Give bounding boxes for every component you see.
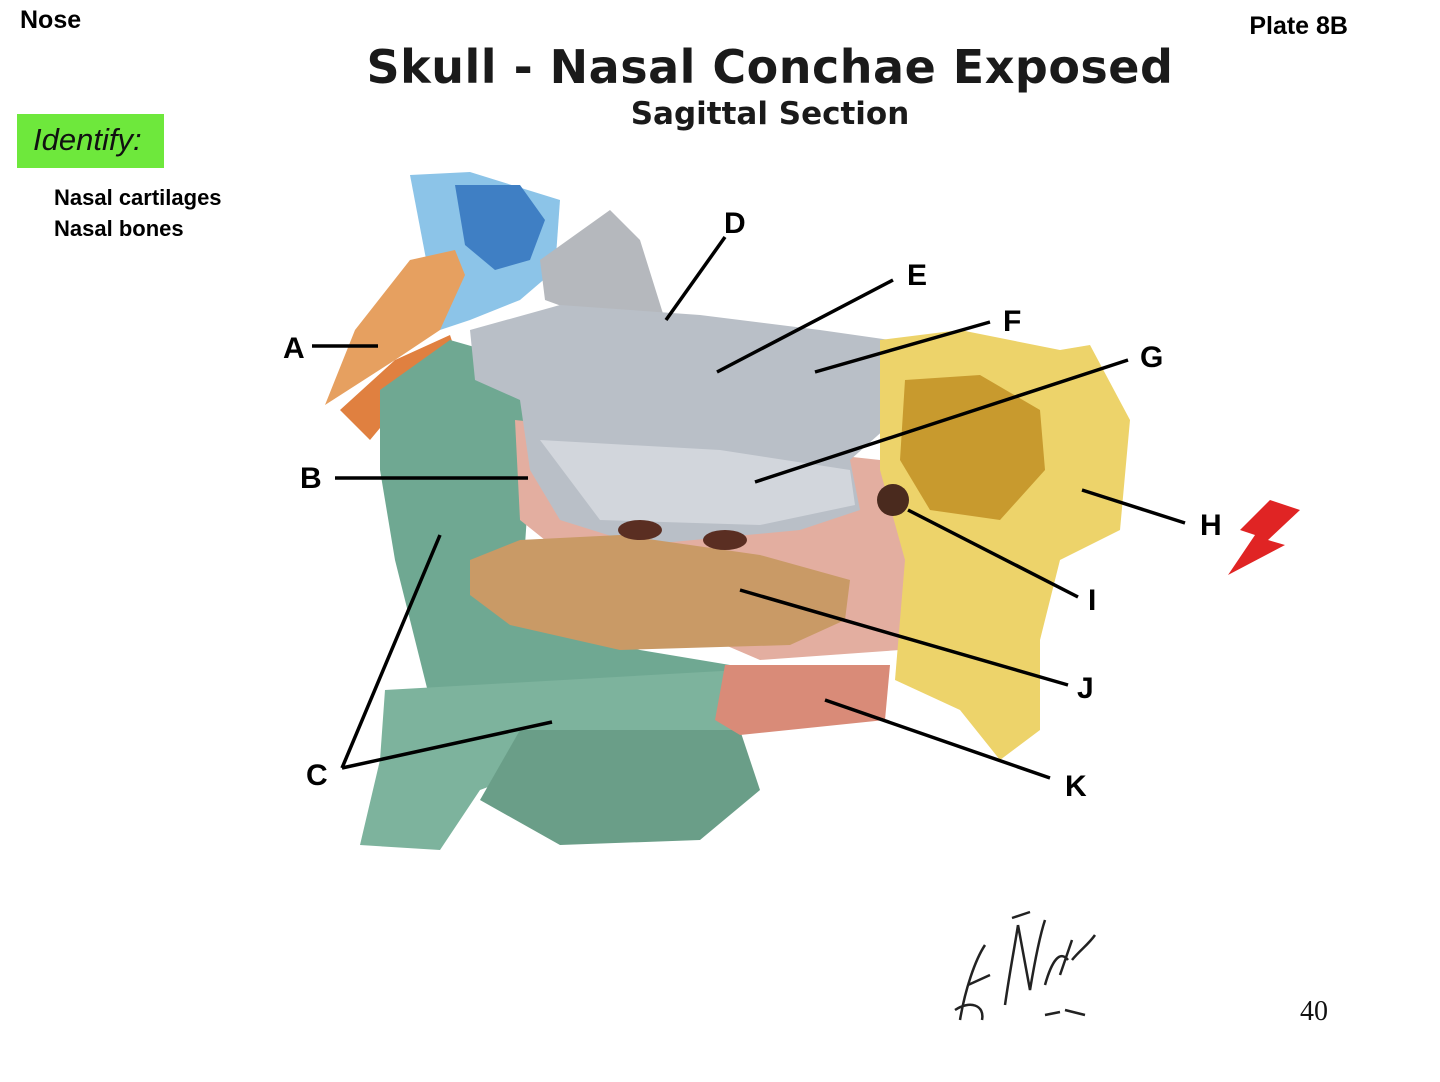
- section-label: Nose: [20, 6, 82, 34]
- label-j: J: [1077, 672, 1094, 705]
- maxilla-green: [360, 340, 760, 850]
- label-h: H: [1200, 509, 1222, 542]
- inferior-concha: [470, 535, 850, 650]
- identify-item: Nasal bones: [54, 216, 184, 241]
- page-title: Skull - Nasal Conchae Exposed: [366, 40, 1174, 94]
- identify-list: Nasal cartilages Nasal bones: [54, 182, 222, 244]
- label-b: B: [300, 462, 322, 495]
- sphenoid-yellow: [877, 330, 1130, 760]
- lightning-bolt-icon: [1228, 500, 1300, 575]
- middle-concha: [470, 305, 895, 545]
- label-d: D: [724, 207, 746, 240]
- page-subtitle: Sagittal Section: [630, 96, 910, 132]
- label-k: K: [1065, 770, 1087, 803]
- meatus-openings: [618, 520, 747, 550]
- plate-label: Plate 8B: [1249, 12, 1348, 40]
- leader-lines: [312, 235, 1186, 780]
- identify-heading: Identify:: [33, 122, 142, 157]
- page-number: 40: [1300, 996, 1328, 1027]
- label-c: C: [306, 759, 328, 792]
- label-f: F: [1003, 305, 1021, 338]
- label-i: I: [1088, 584, 1096, 617]
- label-a: A: [283, 332, 305, 365]
- identify-badge: [17, 114, 164, 168]
- label-g: G: [1140, 341, 1163, 374]
- signature-image: [954, 910, 1097, 1021]
- label-e: E: [907, 259, 927, 292]
- identify-item: Nasal cartilages: [54, 185, 222, 210]
- ethmoid-gray: [540, 210, 665, 320]
